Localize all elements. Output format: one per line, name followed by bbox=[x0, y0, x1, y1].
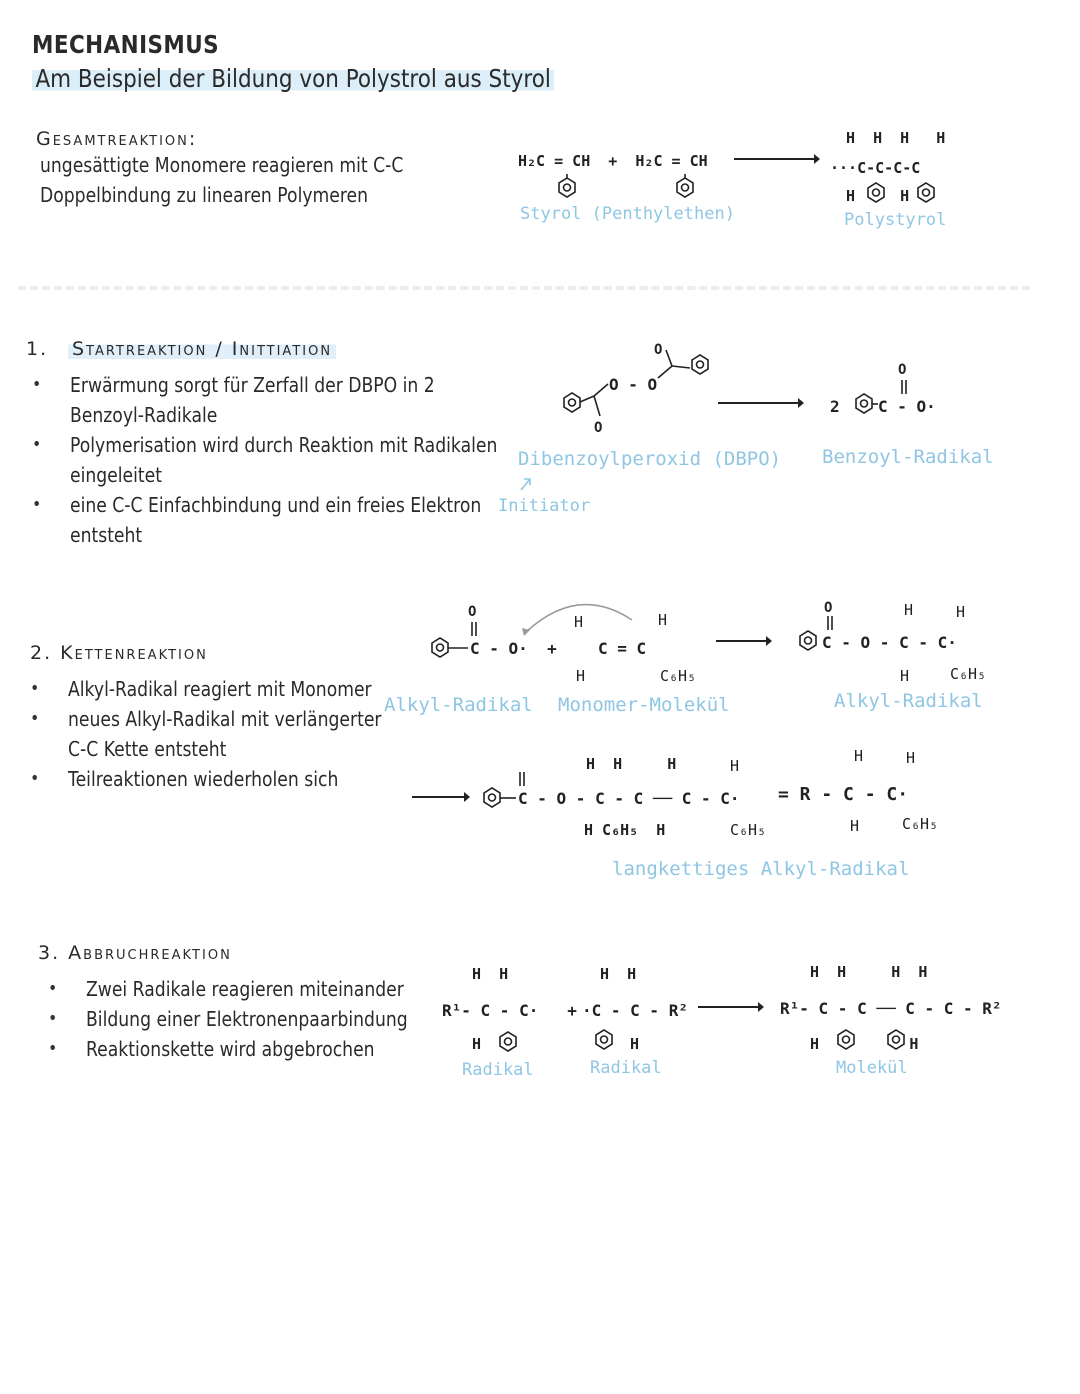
long-chain-ring bbox=[483, 772, 525, 808]
dbpo-peroxide: O - O bbox=[609, 375, 658, 394]
overall-arrow bbox=[734, 154, 820, 164]
chain-product-formula: C - O - C - C· bbox=[822, 633, 957, 652]
start-heading: Startreaktion / Inittiation bbox=[68, 338, 337, 360]
radical-1-h-row: H H bbox=[472, 965, 509, 983]
long-chain-h-row: H H H bbox=[586, 755, 677, 773]
polystyrene-rings bbox=[867, 182, 935, 203]
list-item-continued: entsteht bbox=[70, 523, 143, 547]
monomer-h-1: H bbox=[574, 613, 584, 631]
termination-heading: 3. Abbruchreaktion bbox=[38, 942, 232, 964]
chain-structure-1: O bbox=[431, 603, 633, 658]
molecule-h-row: H H H H bbox=[810, 963, 928, 981]
benzoyl-chain: C - O· bbox=[878, 397, 936, 416]
radical-1-bottom-row: H bbox=[472, 1035, 482, 1053]
overall-text: ungesättigte Monomere reagieren mit C-C … bbox=[40, 150, 403, 210]
styrene-formula: H₂C = CH + H₂C = CH bbox=[518, 152, 708, 170]
benzoyl-count: 2 bbox=[830, 397, 840, 416]
svg-text:O: O bbox=[898, 362, 906, 378]
chain-product-c6h5: C₆H₅ bbox=[950, 665, 987, 683]
r-notation-h-2: H bbox=[906, 749, 916, 767]
long-chain-h-end: H bbox=[730, 757, 740, 775]
r-notation-h-3: H bbox=[850, 817, 860, 835]
long-chain-bottom-row: H C₆H₅ H bbox=[584, 821, 666, 839]
list-item: Teilreaktionen wiederholen sich bbox=[30, 764, 381, 794]
initiator-label: Initiator bbox=[498, 496, 591, 516]
molecule-label: Molekül bbox=[836, 1058, 908, 1078]
list-item: eine C-C Einfachbindung und ein freies E… bbox=[32, 490, 497, 520]
svg-text:O: O bbox=[468, 604, 476, 620]
start-arrow bbox=[718, 398, 804, 408]
svg-text:O: O bbox=[654, 342, 662, 358]
termination-bullets: Zwei Radikale reagieren miteinander Bild… bbox=[48, 974, 460, 1064]
radical-1-formula: R¹- C - C· + bbox=[442, 1001, 577, 1020]
radical-1-label: Radikal bbox=[462, 1060, 534, 1080]
list-item: Reaktionskette wird abgebrochen bbox=[48, 1034, 408, 1064]
long-chain-label: langkettiges Alkyl-Radikal bbox=[612, 858, 910, 880]
page-title: MECHANISMUS bbox=[32, 30, 220, 59]
monomer-h-2: H bbox=[658, 611, 668, 629]
r-notation-h-1: H bbox=[854, 747, 864, 765]
list-item: Polymerisation wird durch Reaktion mit R… bbox=[32, 430, 497, 460]
initiator-pointer bbox=[520, 478, 531, 491]
monomer-h-3: H bbox=[576, 667, 586, 685]
radical-2-label: Radikal bbox=[590, 1058, 662, 1078]
chain-arrow-2 bbox=[412, 792, 470, 802]
alkyl-radical-formula: C - O· + bbox=[470, 639, 557, 658]
chain-product-h-1: H bbox=[904, 601, 914, 619]
chain-arrow-1 bbox=[716, 636, 772, 646]
monomer-label: Monomer-Molekül bbox=[558, 694, 730, 716]
alkyl-radical-label: Alkyl-Radikal bbox=[384, 694, 533, 716]
molecule-bottom-row: H H bbox=[810, 1035, 919, 1053]
termination-arrow bbox=[698, 1002, 764, 1012]
svg-text:O: O bbox=[824, 600, 832, 616]
list-item: Bildung einer Elektronenpaarbindung bbox=[48, 1004, 408, 1034]
monomer-formula: C = C bbox=[598, 639, 647, 658]
list-item-continued: Benzoyl-Radikale bbox=[70, 403, 218, 427]
chain-product-h-2: H bbox=[956, 603, 966, 621]
r-notation-c6h5: C₆H₅ bbox=[902, 815, 939, 833]
polystyrene-h-row: H H H H bbox=[846, 129, 946, 147]
radical-2-h-row: H H bbox=[600, 965, 637, 983]
alkyl-radical-label-2: Alkyl-Radikal bbox=[834, 690, 983, 712]
dbpo-structure: O O bbox=[563, 342, 709, 436]
list-item: Erwärmung sorgt für Zerfall der DBPO in … bbox=[32, 370, 497, 400]
start-number: 1. bbox=[26, 338, 49, 360]
start-bullets: Erwärmung sorgt für Zerfall der DBPO in … bbox=[32, 370, 567, 550]
overall-line-2: Doppelbindung zu linearen Polymeren bbox=[40, 183, 369, 207]
molecule-formula: R¹- C - C ── C - C - R² bbox=[780, 999, 1002, 1018]
benzoyl-structure: O bbox=[855, 362, 907, 414]
benzoyl-label: Benzoyl-Radikal bbox=[822, 446, 994, 468]
long-chain-formula: C - O - C - C ── C - C· bbox=[518, 789, 740, 808]
page-subtitle: Am Beispiel der Bildung von Polystrol au… bbox=[32, 64, 555, 93]
list-item: neues Alkyl-Radikal mit verlängerter bbox=[30, 704, 381, 734]
svg-text:O: O bbox=[594, 420, 602, 436]
radical-1-ring bbox=[499, 1031, 517, 1052]
overall-line-1: ungesättigte Monomere reagieren mit C-C bbox=[40, 153, 404, 177]
chain-product-h-3: H bbox=[900, 667, 910, 685]
list-item-continued: C-C Kette entsteht bbox=[68, 737, 227, 761]
molecule-rings bbox=[837, 1029, 905, 1050]
overall-heading: Gesamtreaktion: bbox=[36, 128, 198, 150]
list-item: Alkyl-Radikal reagiert mit Monomer bbox=[30, 674, 381, 704]
r-notation-formula: = R - C - C· bbox=[778, 784, 909, 805]
dbpo-label: Dibenzoylperoxid (DBPO) bbox=[518, 448, 782, 470]
radical-2-ring bbox=[595, 1029, 613, 1050]
styrene-label: Styrol (Penthylethen) bbox=[520, 204, 735, 224]
styrene-rings bbox=[558, 174, 694, 198]
radical-2-bottom-row: H bbox=[630, 1035, 640, 1053]
radical-2-formula: ·C - C - R² bbox=[582, 1001, 688, 1020]
chain-heading: 2. Kettenreaktion bbox=[30, 642, 208, 664]
section-divider bbox=[18, 286, 1030, 290]
list-item-continued: eingeleitet bbox=[70, 463, 162, 487]
long-chain-c6h5: C₆H₅ bbox=[730, 821, 767, 839]
polystyrene-label: Polystyrol bbox=[844, 210, 947, 230]
polystyrene-bottom-row: H H bbox=[846, 187, 910, 205]
monomer-c6h5: C₆H₅ bbox=[660, 667, 697, 685]
chain-product-ring: O bbox=[799, 600, 833, 651]
chain-bullets: Alkyl-Radikal reagiert mit Monomer neues… bbox=[30, 674, 433, 794]
polystyrene-chain: ···C-C-C-C bbox=[830, 159, 921, 177]
list-item: Zwei Radikale reagieren miteinander bbox=[48, 974, 408, 1004]
